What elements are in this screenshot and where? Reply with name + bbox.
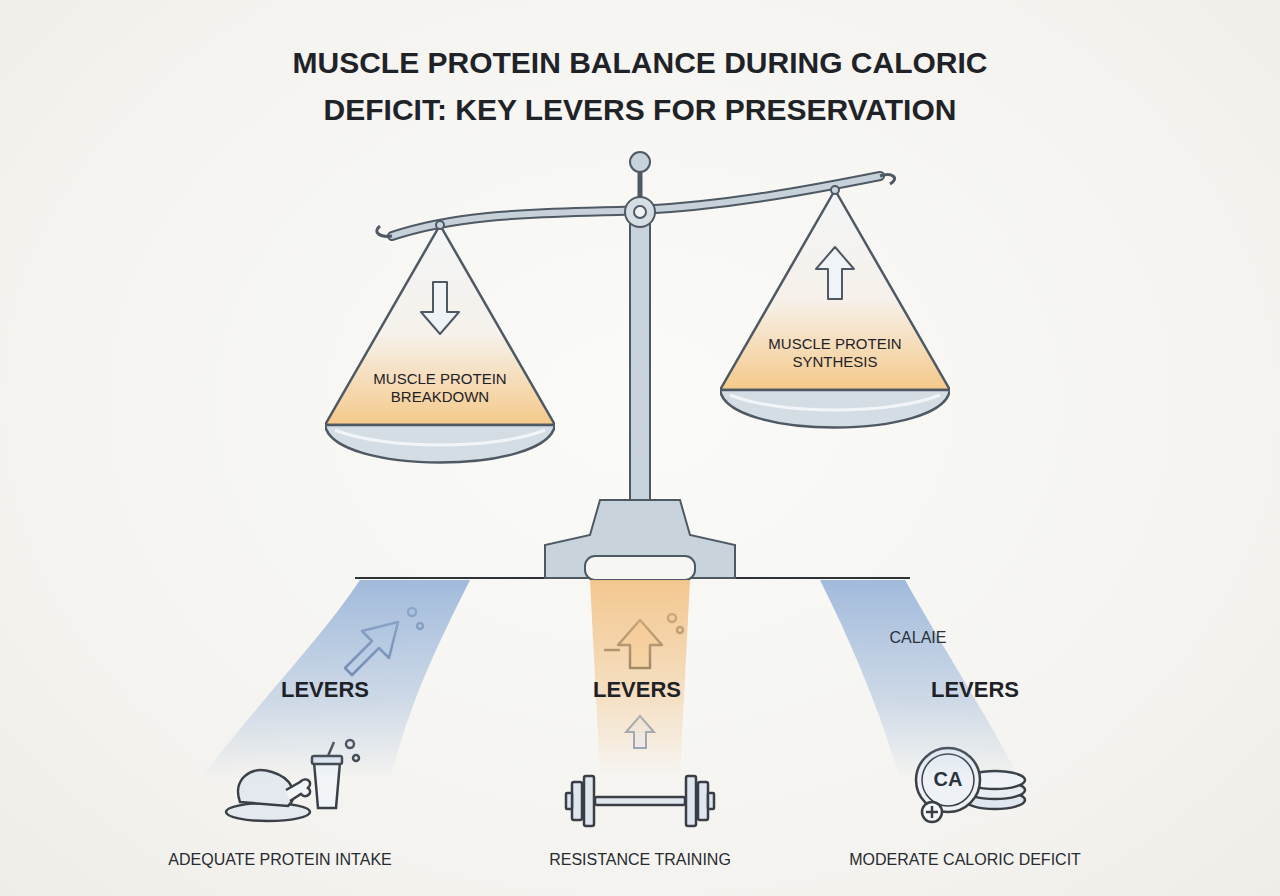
pan-shape [720,185,950,445]
scale-pole [545,152,735,580]
lever-band: CALAIE LEVERS MODERATE CALORIC DEFICIT [800,580,1130,885]
pan-label: MUSCLE PROTEIN BREAKDOWN [365,370,515,406]
band-shape [800,580,1130,885]
band-label: CALAIE [873,628,963,647]
scale-pan: MUSCLE PROTEIN BREAKDOWN [325,220,555,480]
lever-caption: RESISTANCE TRAINING [505,850,775,869]
band-label: LEVERS [915,677,1035,703]
band-label: LEVERS [572,677,702,703]
diagram-title: MUSCLE PROTEIN BALANCE DURING CALORIC DE… [190,40,1090,133]
lever-band: LEVERSADEQUATE PROTEIN INTAKE [140,580,480,885]
pan-label: MUSCLE PROTEIN SYNTHESIS [760,335,910,371]
dumbbell-icon [566,776,714,826]
band-shape [500,580,780,885]
lever-caption: MODERATE CALORIC DEFICIT [805,850,1125,869]
lever-caption: ADEQUATE PROTEIN INTAKE [130,850,430,869]
band-label: LEVERS [265,677,385,703]
coin-text: CA [923,768,973,791]
pan-shape [325,220,555,480]
band-shape [140,580,480,885]
scale-pan: MUSCLE PROTEIN SYNTHESIS [720,185,950,445]
lever-band: LEVERS RESISTANCE TRAINING [500,580,780,885]
